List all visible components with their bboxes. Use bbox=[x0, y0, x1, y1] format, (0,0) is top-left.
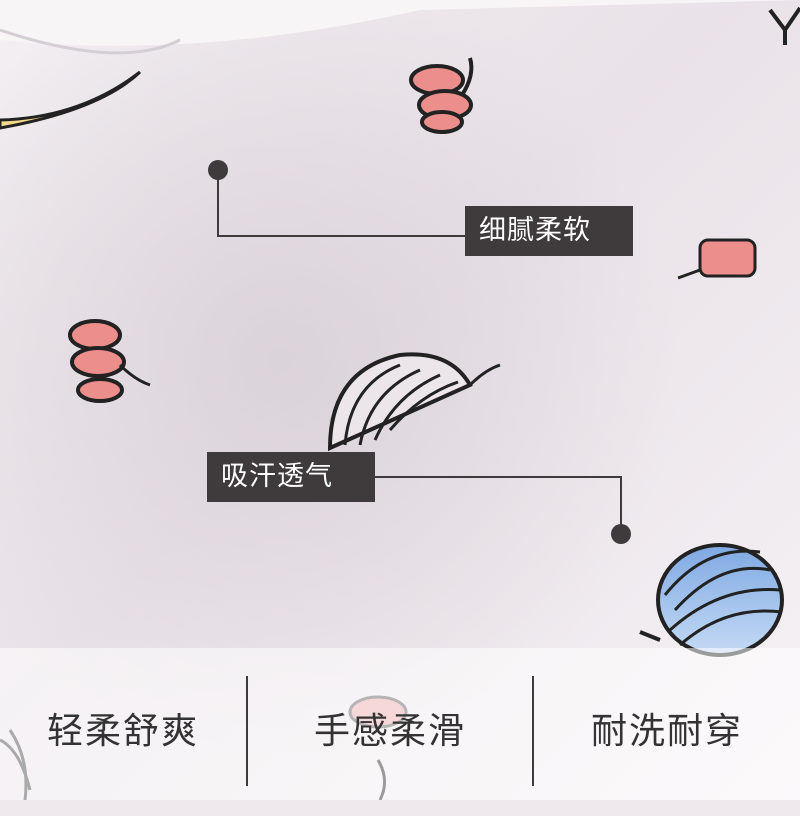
callout-dot bbox=[611, 524, 631, 544]
arrow-print-corner bbox=[768, 6, 800, 45]
feature-light-comfortable: 轻柔舒爽 bbox=[46, 711, 199, 752]
bow-print-right bbox=[677, 238, 757, 280]
callout-line bbox=[374, 476, 622, 478]
feature-divider bbox=[246, 676, 248, 786]
feature-smooth-feel: 手感柔滑 bbox=[313, 711, 466, 752]
bow-print-top bbox=[409, 57, 474, 134]
callout-line bbox=[217, 170, 219, 236]
feature-band bbox=[0, 648, 800, 800]
feature-divider bbox=[532, 676, 534, 786]
feature-durable: 耐洗耐穿 bbox=[590, 711, 743, 752]
melon-print-blue bbox=[639, 543, 784, 657]
callout-line bbox=[620, 476, 622, 534]
banana-print bbox=[0, 70, 142, 130]
callout-tag-softness: 细腻柔软 bbox=[465, 206, 633, 256]
bow-print-left bbox=[68, 319, 151, 403]
callout-line bbox=[217, 235, 467, 237]
callout-tag-breathable: 吸汗透气 bbox=[207, 452, 375, 502]
melon-print-center bbox=[327, 352, 501, 452]
